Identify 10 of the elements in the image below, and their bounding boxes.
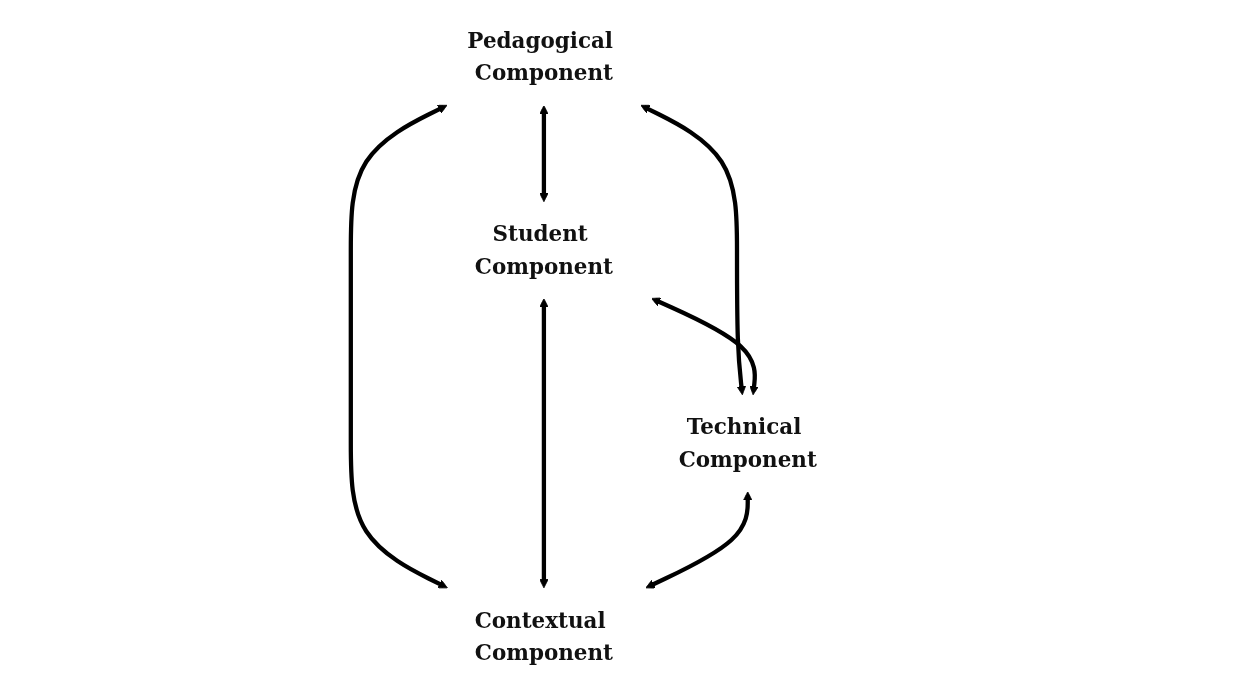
arrow: [539, 298, 549, 589]
arrow: [651, 297, 759, 396]
arrow: [539, 105, 549, 203]
node-text: Student Component: [474, 220, 613, 279]
node-text: Contextual Component: [474, 607, 613, 666]
arrow: [640, 104, 747, 396]
arrow: [645, 491, 753, 589]
node-text: Technical Component: [678, 414, 817, 473]
node-text: Pedagogical Component: [467, 27, 614, 86]
arrow: [348, 104, 448, 589]
